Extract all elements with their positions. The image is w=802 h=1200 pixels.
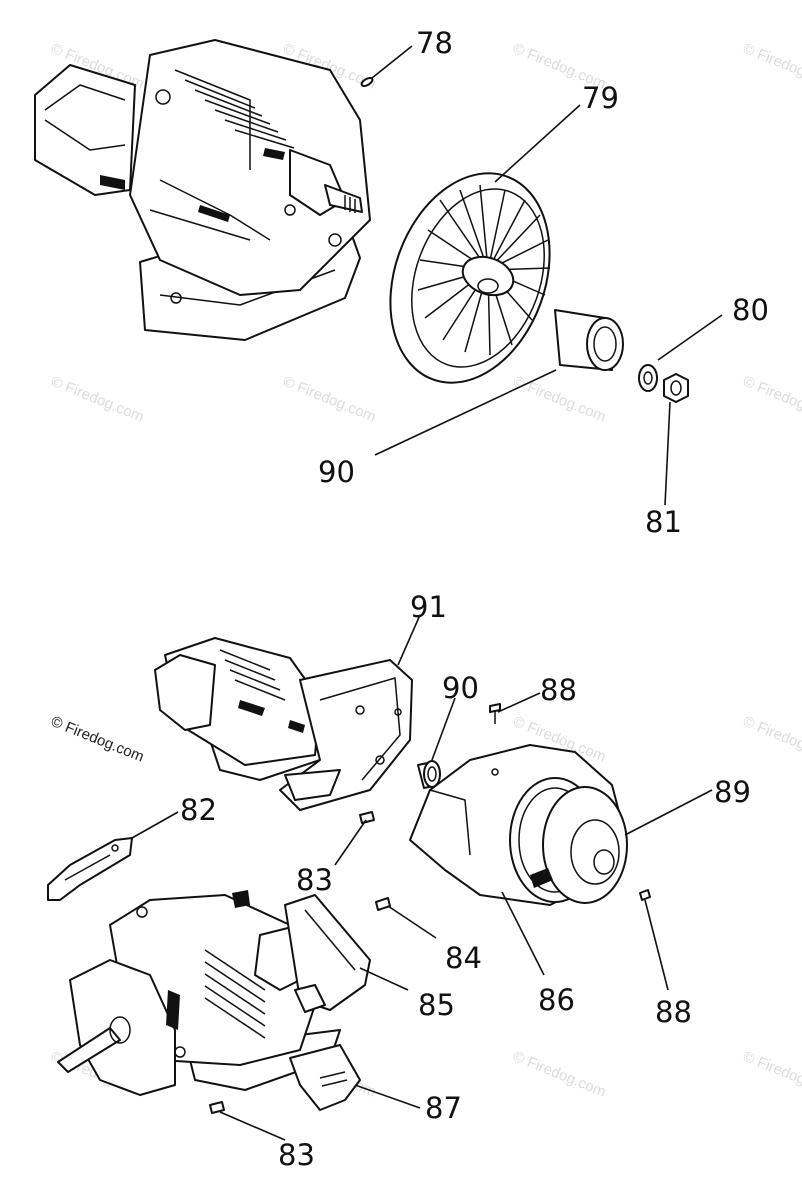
callout-81: 81 [645, 505, 682, 539]
callout-79: 79 [582, 81, 619, 115]
callout-87: 87 [425, 1091, 462, 1125]
callout-83: 83 [278, 1138, 315, 1172]
engine-top [34, 39, 371, 341]
callout-90: 90 [442, 671, 479, 705]
watermark-text: © Firedog.com [741, 40, 802, 93]
watermark-text: © Firedog.com [741, 373, 802, 426]
leader-lines [131, 45, 723, 1141]
callout-89: 89 [714, 775, 751, 809]
watermark-text: © Firedog.com [281, 373, 379, 426]
callout-85: 85 [418, 988, 455, 1022]
watermark-text: © Firedog.com [49, 373, 147, 426]
cover [289, 1044, 361, 1111]
watermark-text: © Firedog.com [511, 373, 609, 426]
callout-78: 78 [416, 26, 453, 60]
callout-84: 84 [445, 941, 482, 975]
callout-91: 91 [410, 590, 447, 624]
watermark-text: © Firedog.com [741, 1048, 802, 1101]
callout-88: 88 [540, 673, 577, 707]
callout-labels: 78 79 80 81 90 91 90 88 89 82 83 84 85 8… [180, 26, 769, 1172]
flywheel [389, 172, 551, 384]
blower-housing [409, 744, 628, 906]
callout-90: 90 [318, 455, 355, 489]
callout-86: 86 [538, 983, 575, 1017]
watermark-text: © Firedog.com [511, 1048, 609, 1101]
callout-88: 88 [655, 995, 692, 1029]
watermark-text: © Firedog.com [49, 713, 147, 766]
engine-bottom [57, 890, 371, 1096]
bracket [47, 837, 133, 901]
callout-83: 83 [296, 863, 333, 897]
callout-82: 82 [180, 793, 217, 827]
sleeve-top [554, 309, 624, 371]
engine-mid [154, 637, 413, 811]
watermark-text: © Firedog.com [741, 713, 802, 766]
callout-80: 80 [732, 293, 769, 327]
